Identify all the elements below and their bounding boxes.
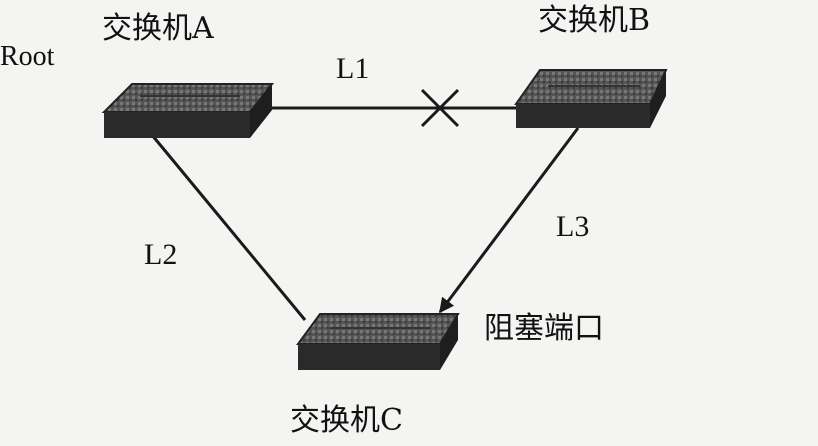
switch-c-icon	[296, 313, 460, 370]
link-l3	[438, 127, 580, 314]
blocked-port-label: 阻塞端口	[484, 311, 604, 346]
switch-a-label: 交换机A	[102, 11, 214, 46]
switch-b-icon	[514, 69, 668, 128]
switch-a-icon	[101, 83, 275, 138]
link-l2-label: L2	[144, 238, 178, 271]
link-l1-label: L1	[336, 52, 370, 85]
blocked-cross-icon	[420, 88, 460, 128]
switch-b-label: 交换机B	[538, 3, 651, 38]
link-l3-label: L3	[556, 210, 590, 243]
root-label: Root	[0, 41, 55, 72]
switch-c-label: 交换机C	[290, 403, 403, 438]
link-l2	[150, 134, 307, 321]
